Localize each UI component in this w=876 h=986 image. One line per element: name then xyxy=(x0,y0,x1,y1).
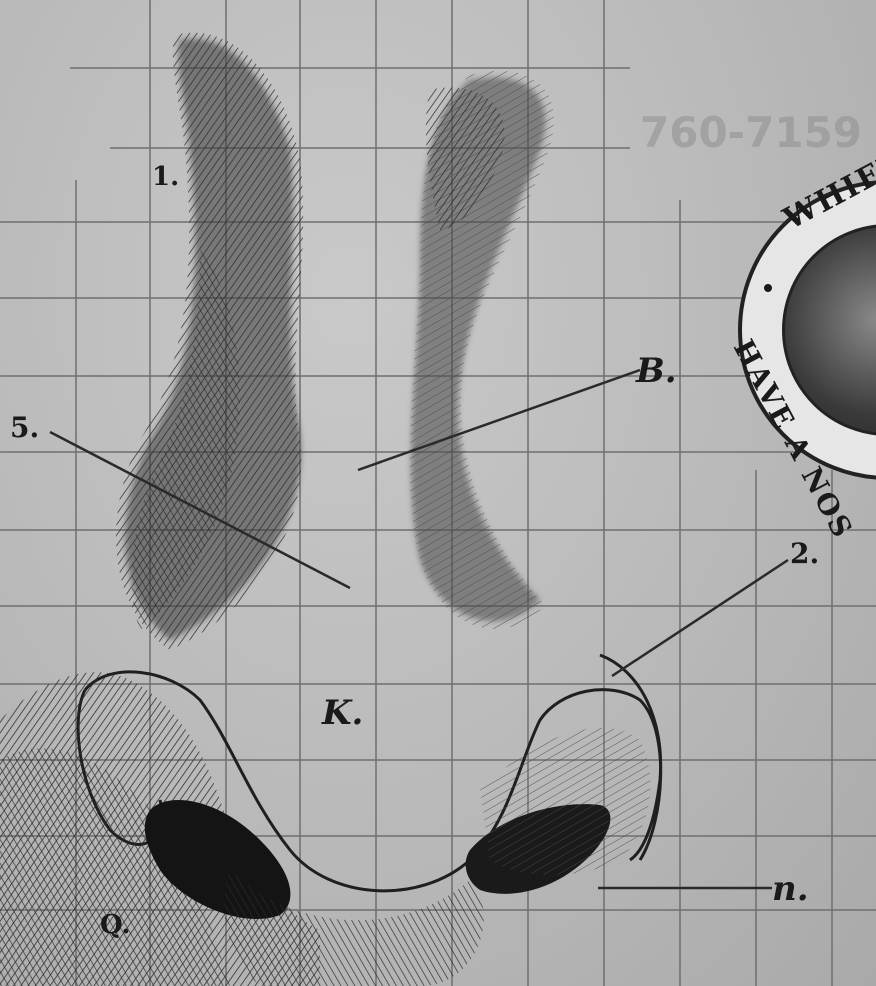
label-n: n. xyxy=(772,872,809,906)
seal-dot xyxy=(764,284,772,292)
label-b: B. xyxy=(636,354,677,388)
label-1: 1. xyxy=(152,164,179,190)
label-5: 5. xyxy=(10,414,39,442)
label-q: Q. xyxy=(100,912,130,938)
seal-portrait xyxy=(782,224,876,436)
label-k: K. xyxy=(322,696,363,730)
label-2: 2. xyxy=(790,540,819,568)
